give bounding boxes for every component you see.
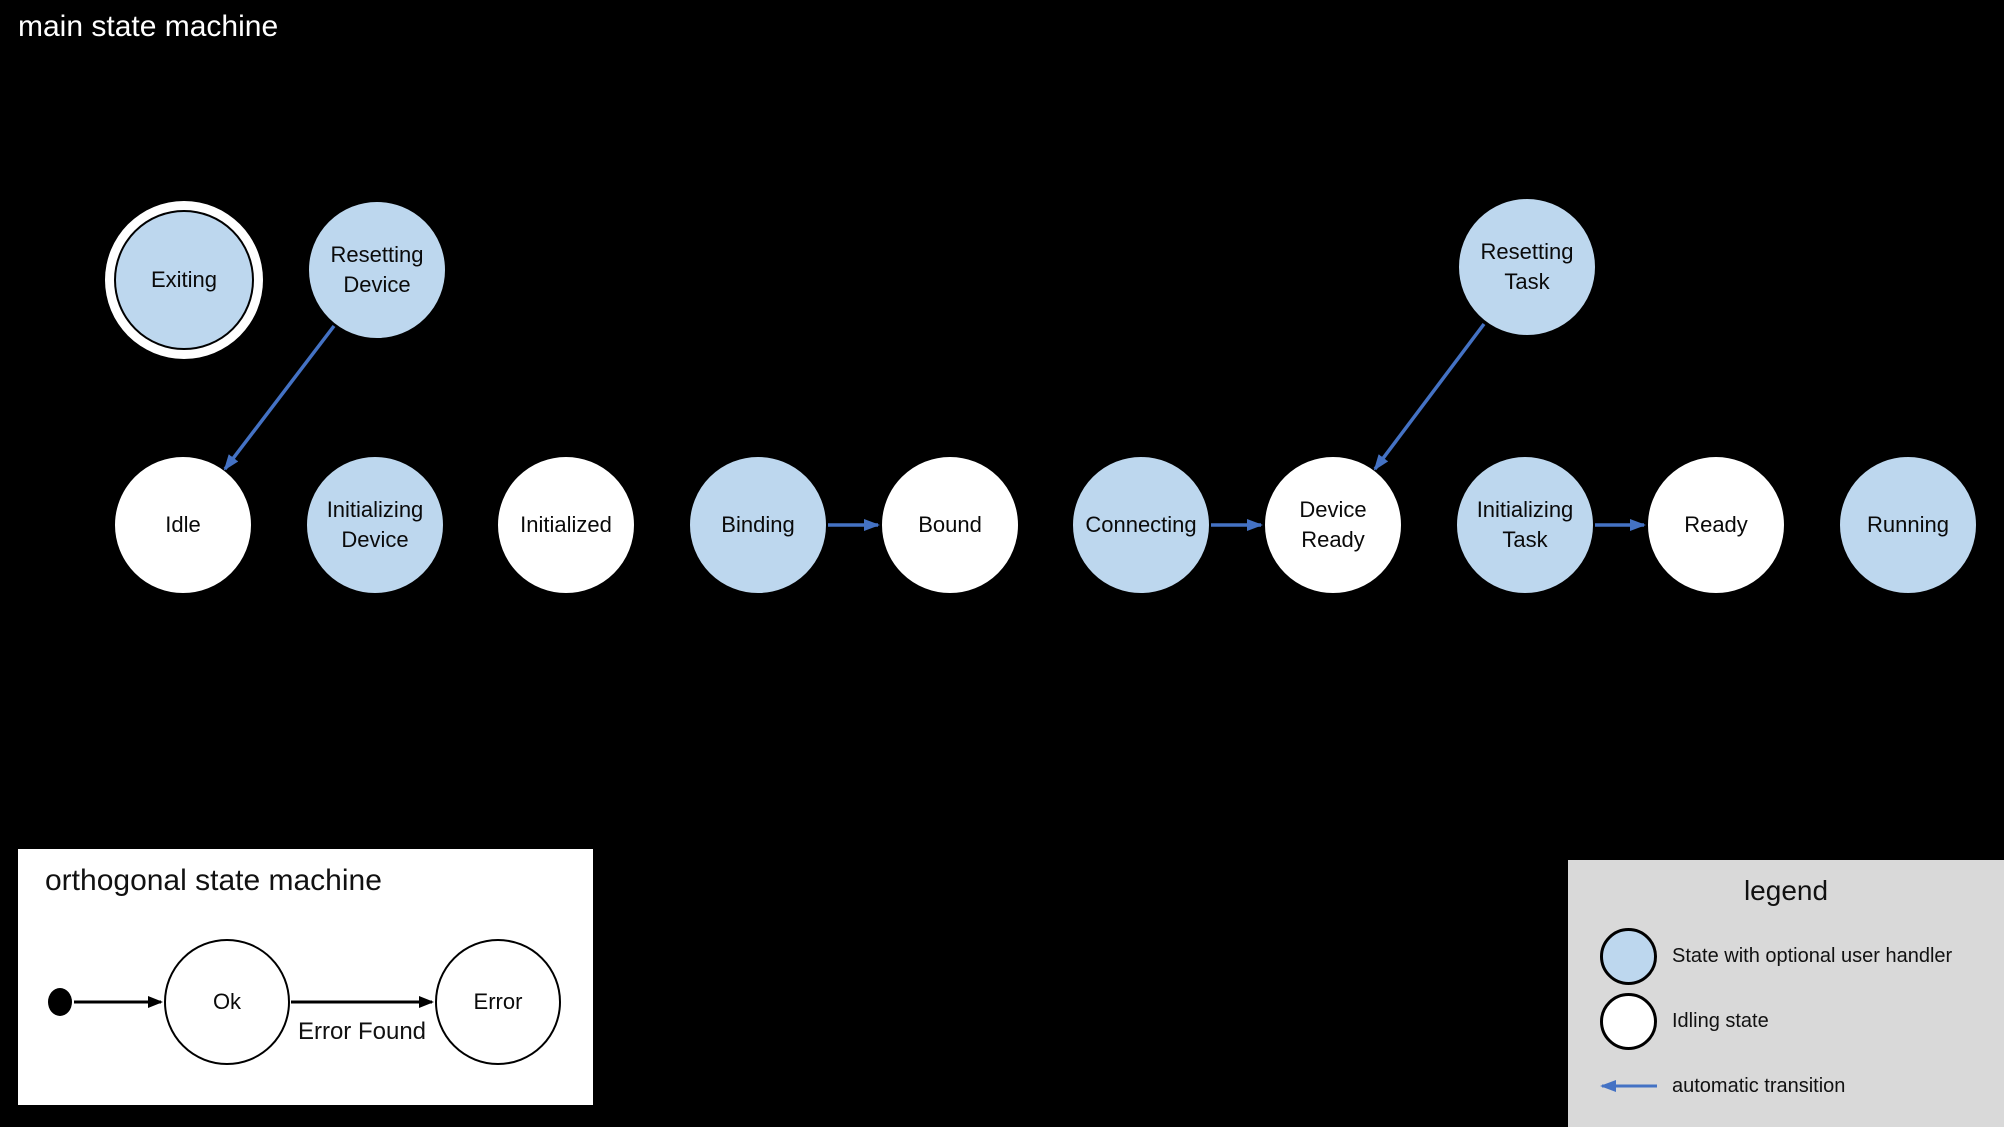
state-running: Running: [1838, 455, 1978, 595]
state-ready: Ready: [1646, 455, 1786, 595]
state-ok: Ok: [164, 939, 290, 1065]
transition-resetting-task-to-device-ready: [1373, 322, 1486, 471]
state-resetting-device: Resetting Device: [307, 200, 447, 340]
state-error: Error: [435, 939, 561, 1065]
legend-idling-label: Idling state: [1672, 1010, 1769, 1032]
transition-label-error-found: Error Found: [297, 1018, 427, 1045]
state-device-ready: Device Ready: [1263, 455, 1403, 595]
state-resetting-task: Resetting Task: [1457, 197, 1597, 337]
state-binding: Binding: [688, 455, 828, 595]
legend-user-handler-label: State with optional user handler: [1672, 945, 1953, 967]
legend-automatic-transition-label: automatic transition: [1672, 1075, 1846, 1097]
state-initializing-task: Initializing Task: [1455, 455, 1595, 595]
state-initialized: Initialized: [496, 455, 636, 595]
state-initializing-device: Initializing Device: [305, 455, 445, 595]
transition-resetting-device-to-idle: [223, 324, 336, 471]
orthogonal-panel-title: orthogonal state machine: [45, 864, 382, 897]
state-exiting: Exiting: [114, 210, 254, 350]
orthogonal-state-machine-panel: orthogonal state machine Ok Error Error …: [18, 849, 593, 1105]
legend-panel: legend State with optional user handler …: [1568, 860, 2004, 1127]
state-idle: Idle: [113, 455, 253, 595]
legend-idling-state-icon: [1600, 993, 1657, 1050]
state-bound: Bound: [880, 455, 1020, 595]
legend-title: legend: [1743, 875, 1829, 906]
state-connecting: Connecting: [1071, 455, 1211, 595]
main-title: main state machine: [18, 10, 279, 43]
legend-user-handler-state-icon: [1600, 928, 1657, 985]
